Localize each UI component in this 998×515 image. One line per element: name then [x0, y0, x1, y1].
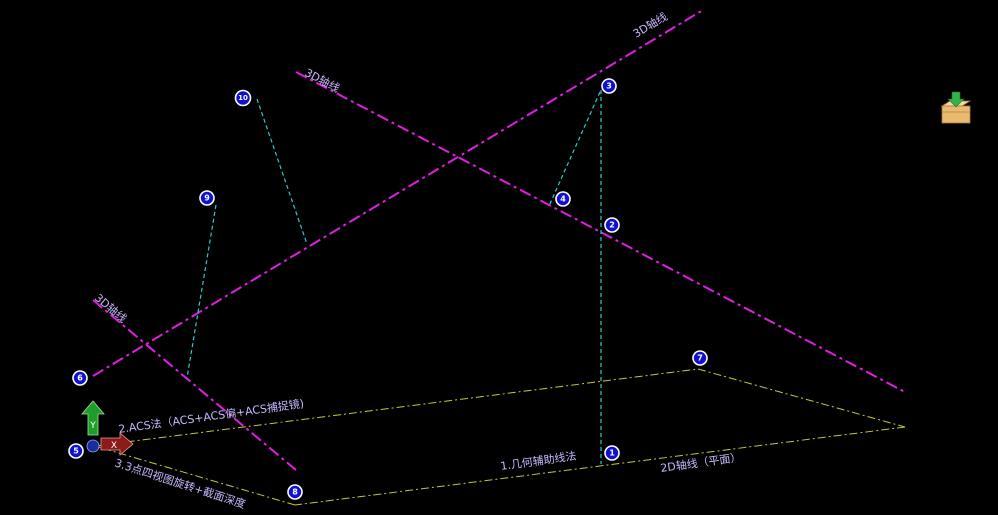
marker-1-label: 1: [609, 449, 615, 458]
label-axis3d-top: 3D轴线: [630, 9, 669, 40]
label-axis3d-middle: 3D轴线: [303, 65, 343, 95]
ucs-y-arrow-icon: [81, 400, 105, 436]
ucs-y-label: Y: [89, 421, 96, 431]
plane-edge-top: [94, 368, 699, 447]
ucs-x-label: X: [111, 441, 117, 451]
marker-2-label: 2: [609, 221, 615, 230]
marker-9[interactable]: 9: [199, 190, 215, 206]
plane-edge-left: [94, 445, 296, 506]
label-geometric-aux: 1.几何辅助线法: [499, 448, 577, 473]
marker-6-label: 6: [77, 374, 83, 383]
label-axis3d-left: 3D轴线: [92, 291, 130, 326]
marker-4-label: 4: [560, 195, 566, 204]
aux-line-3-4: [548, 91, 601, 207]
ucs-x-arrow-icon: [100, 432, 134, 456]
marker-2[interactable]: 2: [604, 217, 620, 233]
marker-6[interactable]: 6: [72, 370, 88, 386]
box-body-icon: [941, 105, 971, 124]
aux-lines: [186, 90, 602, 464]
marker-10-label: 10: [238, 94, 248, 102]
download-arrow-icon: [947, 91, 965, 108]
plane-edge-bottom: [294, 426, 906, 506]
label-acs-method: 2.ACS法（ACS+ACS偏+ACS捕捉镜): [117, 396, 304, 436]
marker-4[interactable]: 4: [555, 191, 571, 207]
label-rotate-method: 3.3点四视图旋转+截面深度: [113, 456, 247, 512]
plane-edge-right: [697, 368, 906, 428]
marker-8-label: 8: [292, 488, 298, 497]
box-download-icon[interactable]: [940, 91, 972, 124]
ucs-origin-icon: [86, 439, 100, 453]
marker-5-label: 5: [73, 447, 79, 456]
axis-3d-lines: [92, 9, 906, 471]
axis-3d-long: [92, 9, 704, 377]
marker-8[interactable]: 8: [287, 484, 303, 500]
marker-9-label: 9: [204, 194, 210, 203]
marker-7[interactable]: 7: [692, 350, 708, 366]
aux-line-9: [186, 204, 217, 379]
marker-10[interactable]: 10: [234, 89, 252, 107]
label-axis2d-plane: 2D轴线（平面）: [659, 450, 742, 475]
ucs-icon[interactable]: Y X: [81, 400, 134, 456]
marker-3-label: 3: [606, 82, 612, 91]
marker-7-label: 7: [697, 354, 703, 363]
marker-1[interactable]: 1: [604, 445, 620, 461]
axis-3d-short: [92, 299, 297, 471]
marker-3[interactable]: 3: [601, 78, 617, 94]
marker-5[interactable]: 5: [68, 443, 84, 459]
plane-2d-outline: [94, 368, 906, 506]
aux-line-10: [256, 98, 308, 245]
